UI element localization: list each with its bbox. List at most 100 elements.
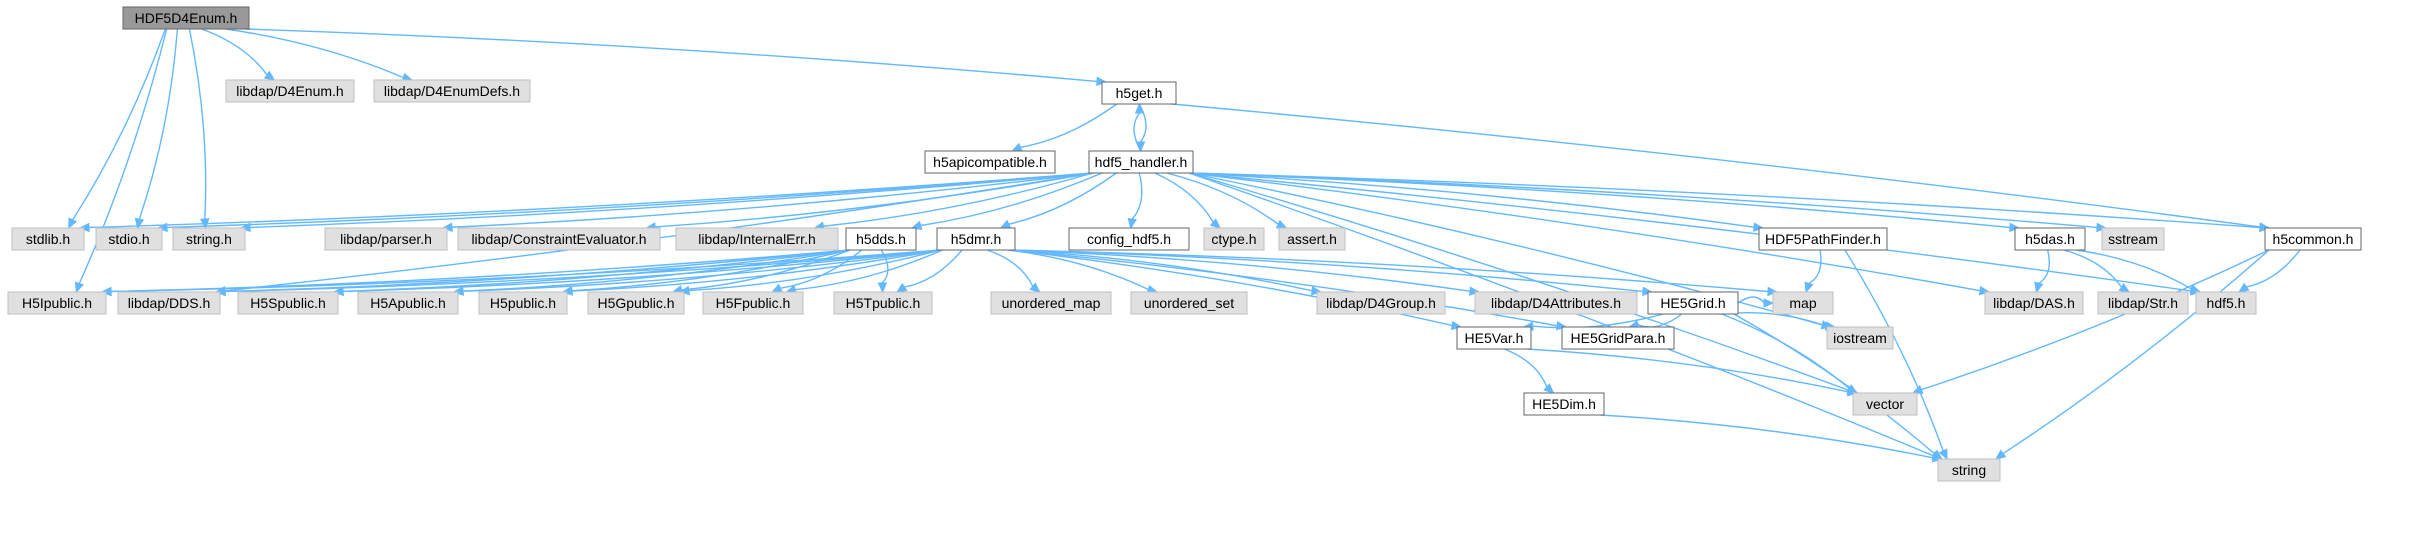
node-label: HE5Dim.h [1532, 396, 1596, 412]
node-h5get[interactable]: h5get.h [1101, 81, 1177, 105]
edge-h5common-to-hdf5h [2238, 249, 2301, 293]
node-box [172, 227, 246, 251]
edge-pathfinder-to-map [1804, 249, 1822, 294]
edge-pathfinder-to-string [1844, 249, 1948, 461]
node-label: H5Apublic.h [370, 295, 446, 311]
node-box [1130, 291, 1248, 315]
node-constraint: libdap/ConstraintEvaluator.h [457, 227, 661, 251]
node-box [833, 291, 933, 315]
node-dds: libdap/DDS.h [117, 291, 221, 315]
node-stringh: string.h [172, 227, 246, 251]
edge-h5das-to-hdf5h [2076, 249, 2202, 294]
node-box [7, 291, 107, 315]
node-he5dim[interactable]: HE5Dim.h [1523, 392, 1605, 416]
node-label: config_hdf5.h [1087, 231, 1171, 247]
node-label: libdap/D4Attributes.h [1491, 295, 1621, 311]
edge-handler-to-internalerr [813, 172, 1094, 231]
node-h5tpublic: H5Tpublic.h [833, 291, 933, 315]
node-d4enumdefs: libdap/D4EnumDefs.h [373, 79, 531, 103]
node-label: H5Gpublic.h [597, 295, 674, 311]
node-box [1826, 326, 1894, 350]
node-label: stdlib.h [26, 231, 70, 247]
node-parser: libdap/parser.h [324, 227, 448, 251]
node-label: h5get.h [1116, 85, 1163, 101]
node-box [373, 79, 531, 103]
node-box [587, 291, 685, 315]
node-label: ctype.h [1211, 231, 1256, 247]
node-box [324, 227, 448, 251]
node-box [1474, 291, 1638, 315]
node-assert: assert.h [1278, 227, 1346, 251]
edge-root-to-stdio [134, 28, 179, 230]
edge-h5dmr-to-h5spublic [332, 249, 942, 297]
edge-root-to-h5get [244, 28, 1108, 87]
node-ctype: ctype.h [1203, 227, 1265, 251]
edge-h5dmr-to-d4group [1010, 249, 1323, 296]
edge-handler-to-ctype [1154, 172, 1221, 229]
node-label: string [1952, 462, 1986, 478]
edge-h5dds-to-h5tpublic [877, 249, 889, 294]
node-label: libdap/Str.h [2108, 295, 2178, 311]
node-h5dds[interactable]: h5dds.h [845, 227, 917, 251]
node-config[interactable]: config_hdf5.h [1068, 227, 1190, 251]
node-box [1561, 326, 1675, 350]
node-h5dmr[interactable]: h5dmr.h [936, 227, 1016, 251]
node-box [924, 150, 1056, 174]
node-h5apublic: H5Apublic.h [357, 291, 459, 315]
edge-handler-to-pathfinder [1188, 172, 1765, 232]
node-label: map [1789, 295, 1816, 311]
node-box [237, 291, 339, 315]
edge-h5das-to-str [2063, 249, 2131, 293]
node-h5fpublic: H5Fpublic.h [702, 291, 804, 315]
node-box [2195, 291, 2257, 315]
edge-handler-to-parser [441, 172, 1094, 232]
node-stdio: stdio.h [95, 227, 163, 251]
node-box [2101, 227, 2165, 251]
edge-h5dmr-to-he5var [1010, 249, 1463, 331]
node-h5common[interactable]: h5common.h [2264, 227, 2362, 251]
node-label: libdap/DDS.h [128, 295, 211, 311]
node-label: string.h [186, 231, 232, 247]
edge-h5dmr-to-h5apublic [452, 249, 942, 296]
node-das: libdap/DAS.h [1984, 291, 2084, 315]
node-box [225, 79, 355, 103]
edge-h5common-to-string [1995, 249, 2270, 460]
node-he5grid[interactable]: HE5Grid.h [1647, 291, 1739, 315]
node-label: H5Spublic.h [250, 295, 326, 311]
edge-h5common-to-vector [1911, 249, 2270, 394]
edge-he5var-to-vector [1526, 348, 1859, 397]
node-box [1758, 227, 1888, 251]
node-label: libdap/InternalErr.h [698, 231, 816, 247]
node-box [1647, 291, 1739, 315]
node-box [11, 227, 85, 251]
node-h5apicompat[interactable]: h5apicompatible.h [924, 150, 1056, 174]
node-he5gridpara[interactable]: HE5GridPara.h [1561, 326, 1675, 350]
edge-root-to-h5ipublic [74, 28, 168, 294]
node-handler[interactable]: hdf5_handler.h [1088, 150, 1194, 174]
node-string: string [1937, 458, 2001, 482]
node-box [2097, 291, 2189, 315]
node-label: sstream [2108, 231, 2158, 247]
node-box [122, 6, 250, 30]
node-uset: unordered_set [1130, 291, 1248, 315]
node-box [95, 227, 163, 251]
edge-he5dim-to-string [1599, 414, 1944, 463]
node-h5das[interactable]: h5das.h [2014, 227, 2086, 251]
edge-h5get-to-h5common [1171, 103, 2271, 232]
node-root[interactable]: HDF5D4Enum.h [122, 6, 250, 30]
edge-handler-to-h5das [1188, 172, 2021, 233]
node-umap: unordered_map [990, 291, 1112, 315]
node-box [1316, 291, 1446, 315]
node-he5var[interactable]: HE5Var.h [1456, 326, 1532, 350]
edge-h5dmr-to-map [1010, 249, 1779, 297]
node-label: H5public.h [490, 295, 556, 311]
node-pathfinder[interactable]: HDF5PathFinder.h [1758, 227, 1888, 251]
node-layer: HDF5D4Enum.h libdap/D4Enum.h libdap/D4Enum… [7, 6, 2362, 482]
edge-handler-to-h5get [1133, 102, 1145, 152]
node-label: stdio.h [108, 231, 149, 247]
edge-root-to-d4enum [201, 28, 276, 81]
node-label: h5dmr.h [951, 231, 1002, 247]
node-d4enum: libdap/D4Enum.h [225, 79, 355, 103]
node-label: libdap/ConstraintEvaluator.h [471, 231, 646, 247]
